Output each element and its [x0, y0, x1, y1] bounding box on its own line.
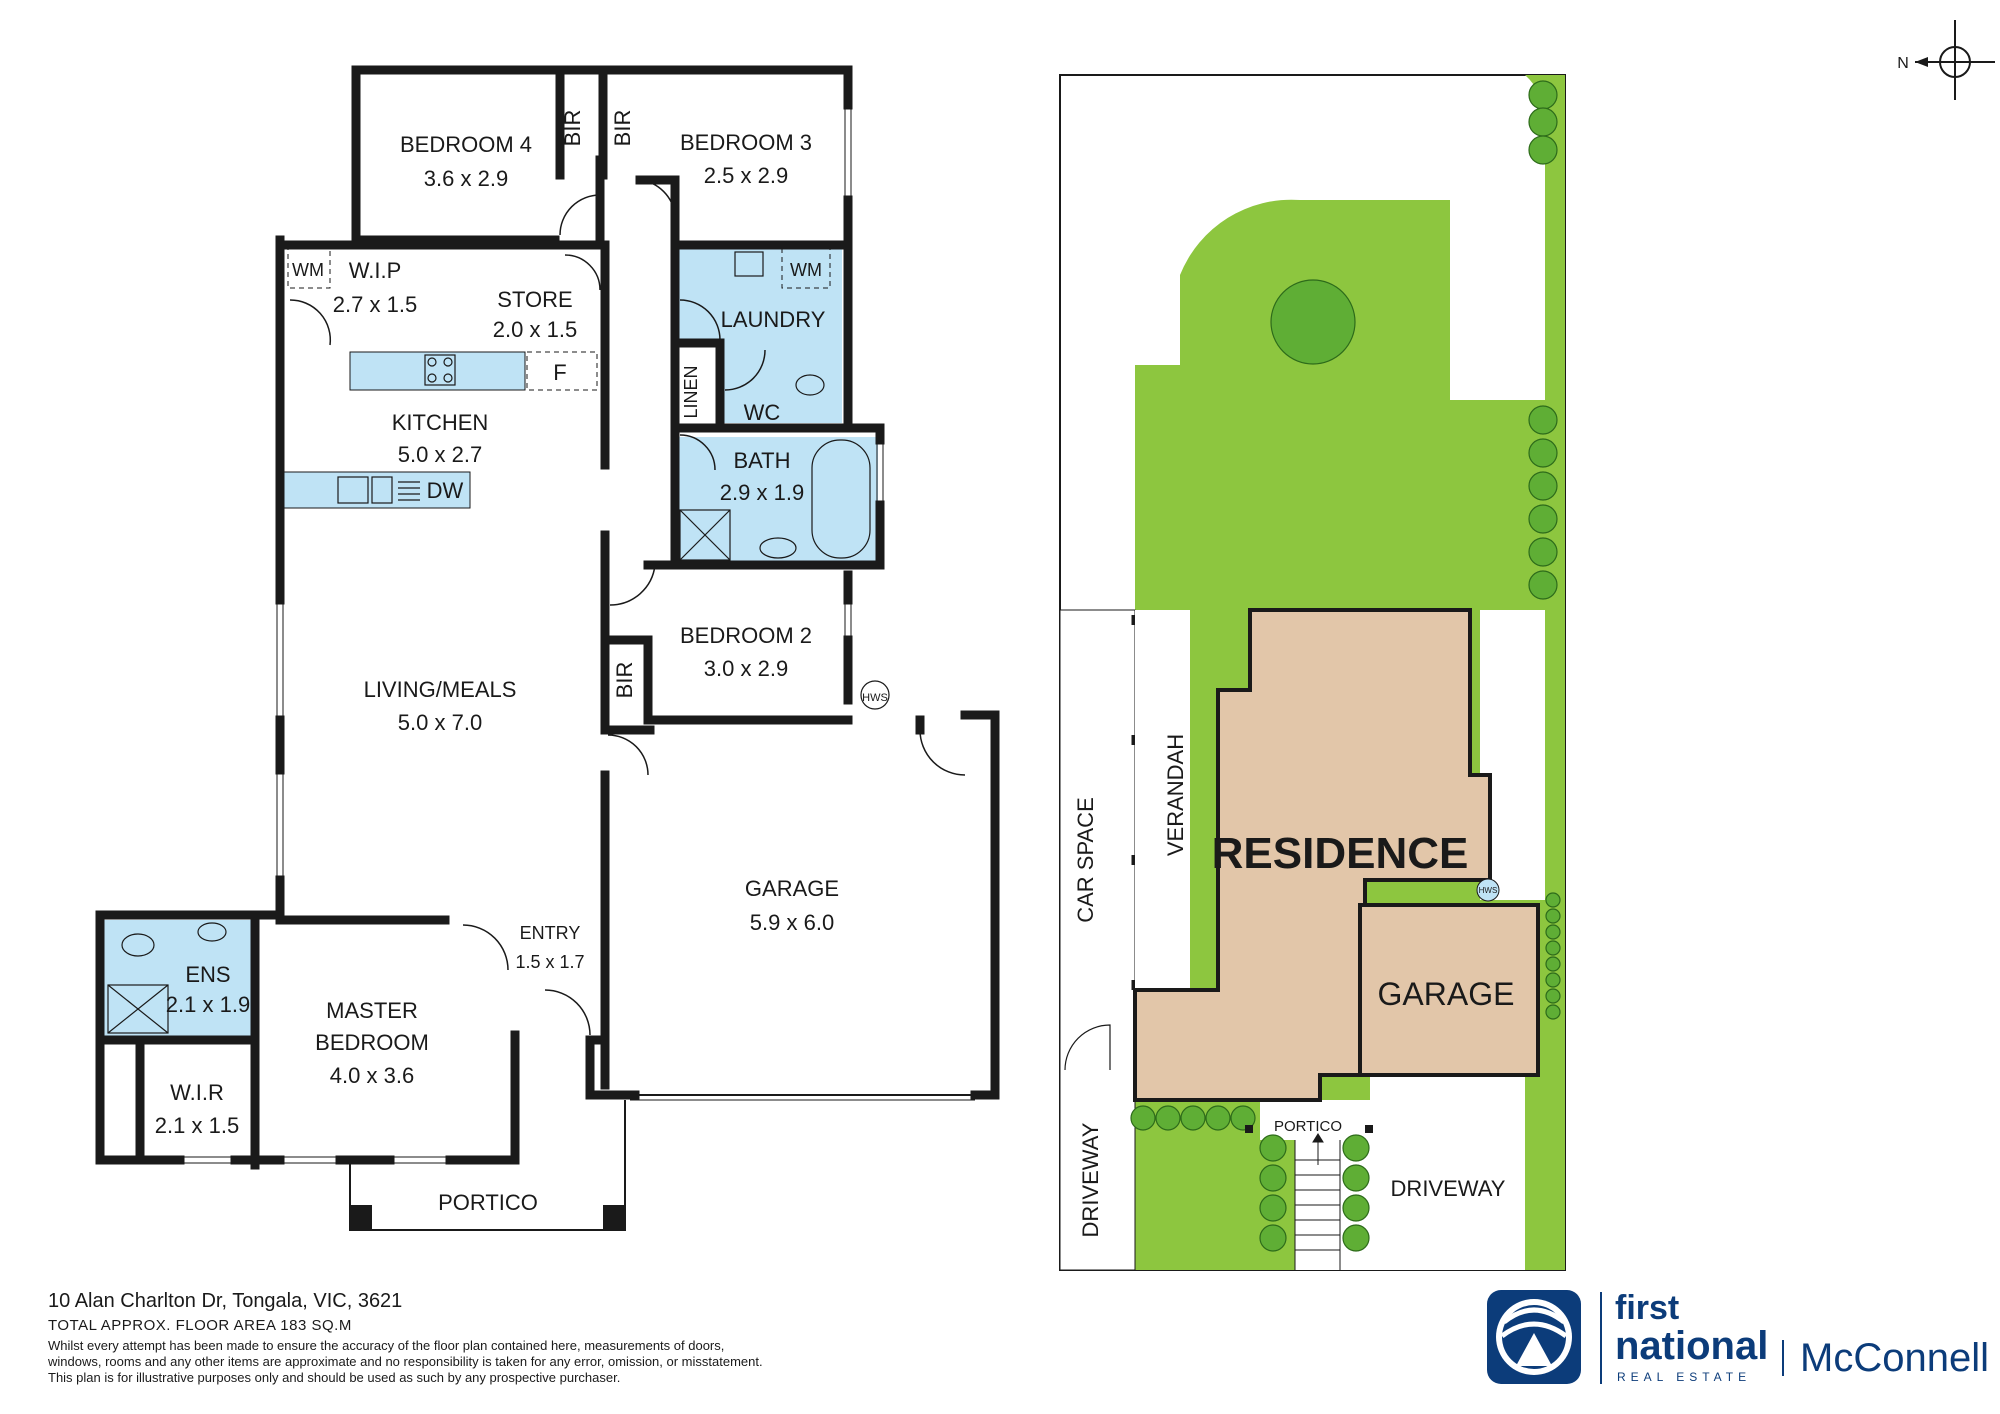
portico-name: PORTICO: [438, 1190, 538, 1215]
disclaimer-line-2: windows, rooms and any other items are a…: [48, 1354, 763, 1369]
laundry-wm-label: WM: [790, 260, 822, 280]
wip-wm-label: WM: [292, 260, 324, 280]
car-space: [1059, 609, 1136, 1271]
store-name: STORE: [497, 287, 572, 312]
brand-tagline: REAL ESTATE: [1617, 1370, 1752, 1384]
trees: [1130, 80, 1561, 1252]
bedroom2-name: BEDROOM 2: [680, 623, 812, 648]
laundry-name: LAUNDRY: [721, 307, 826, 332]
driveway-left-label: DRIVEWAY: [1078, 1122, 1103, 1237]
living-name: LIVING/MEALS: [364, 677, 517, 702]
doors: [252, 179, 966, 1076]
wir-size: 2.1 x 1.5: [155, 1113, 239, 1138]
bedroom4-name: BEDROOM 4: [400, 132, 532, 157]
brand-name-line2: national: [1615, 1324, 1769, 1368]
fridge-label: F: [553, 360, 566, 385]
disclaimer-line-3: This plan is for illustrative purposes o…: [48, 1370, 621, 1385]
brand-logo-icon: [1487, 1290, 1581, 1384]
wip-size: 2.7 x 1.5: [333, 292, 417, 317]
portico-post: [603, 1205, 625, 1230]
bedroom2-size: 3.0 x 2.9: [704, 656, 788, 681]
wir-name: W.I.R: [170, 1080, 224, 1105]
driveway-right: [1370, 1075, 1525, 1270]
dishwasher-label: DW: [427, 478, 464, 503]
plan-footer: 10 Alan Charlton Dr, Tongala, VIC, 3621 …: [48, 1290, 948, 1386]
store-size: 2.0 x 1.5: [493, 317, 577, 342]
wip-name: W.I.P: [349, 258, 402, 283]
brand-office-divider: [1782, 1340, 1784, 1376]
front-steps: [1294, 1133, 1341, 1270]
linen-name: LINEN: [681, 365, 701, 418]
floor-plan: BEDROOM 4 3.6 x 2.9 BIR BIR BEDROOM 3 2.…: [95, 65, 1000, 1231]
driveway-right-label: DRIVEWAY: [1391, 1176, 1506, 1201]
compass-north-label: N: [1897, 55, 1909, 72]
brand-divider: [1600, 1292, 1602, 1384]
garage-name: GARAGE: [745, 876, 839, 901]
ens-name: ENS: [185, 962, 230, 987]
kitchen-name: KITCHEN: [392, 410, 489, 435]
bath-name: BATH: [733, 448, 790, 473]
site-garage-footprint: [1358, 903, 1540, 1077]
site-portico-label: PORTICO: [1274, 1118, 1342, 1135]
portico-post: [350, 1205, 372, 1230]
entry-size: 1.5 x 1.7: [515, 952, 584, 972]
walls: [95, 65, 1000, 1170]
bedroom4-size: 3.6 x 2.9: [424, 166, 508, 191]
verandah-label: VERANDAH: [1163, 734, 1188, 856]
car-space-label: CAR SPACE: [1073, 797, 1098, 923]
north-arrow-icon: [1915, 57, 1928, 67]
total-floor-area: TOTAL APPROX. FLOOR AREA 183 SQ.M: [48, 1317, 352, 1334]
master-name: MASTER: [326, 998, 418, 1023]
bedroom3-size: 2.5 x 2.9: [704, 163, 788, 188]
garage-size: 5.9 x 6.0: [750, 910, 834, 935]
bedroom3-name: BEDROOM 3: [680, 130, 812, 155]
bir-label-bedroom3: BIR: [610, 110, 635, 147]
master-size: 4.0 x 3.6: [330, 1063, 414, 1088]
portico-area: [1260, 1100, 1375, 1140]
brand-name-line1: first: [1615, 1289, 1680, 1327]
site-hws-label: HWS: [1479, 886, 1498, 895]
bir-label-bedroom4: BIR: [560, 110, 585, 147]
bir-label-bedroom2: BIR: [612, 662, 637, 699]
residence-label: RESIDENCE: [1212, 829, 1469, 878]
portico-outline: [349, 1100, 626, 1231]
windows: [180, 105, 884, 1164]
master-name-2: BEDROOM: [315, 1030, 429, 1055]
compass: N: [1897, 20, 1995, 100]
entry-name: ENTRY: [520, 923, 581, 943]
brand-office: McConnell: [1800, 1336, 1989, 1380]
disclaimer-line-1: Whilst every attempt has been made to en…: [48, 1338, 725, 1353]
ens-size: 2.1 x 1.9: [166, 992, 250, 1017]
kitchen-island: [283, 471, 471, 509]
site-hws-icon: [1476, 878, 1500, 902]
kitchen-bench-rear: [349, 351, 526, 391]
wc-floor: [722, 343, 842, 423]
site-plan: HWS RESIDENCE GARAGE VERANDAH CAR SPACE …: [1059, 74, 1566, 1271]
property-address: 10 Alan Charlton Dr, Tongala, VIC, 3621: [48, 1290, 403, 1312]
ensuite-floor: [104, 920, 254, 1038]
laundry-floor: [678, 248, 842, 343]
hws-label: HWS: [862, 692, 888, 704]
wc-name: WC: [744, 400, 781, 425]
bath-size: 2.9 x 1.9: [720, 480, 804, 505]
fixtures: [107, 251, 890, 1034]
site-garage-label: GARAGE: [1378, 976, 1515, 1012]
laundry-washing-machine: [781, 247, 831, 289]
living-size: 5.0 x 7.0: [398, 710, 482, 735]
kitchen-size: 5.0 x 2.7: [398, 442, 482, 467]
